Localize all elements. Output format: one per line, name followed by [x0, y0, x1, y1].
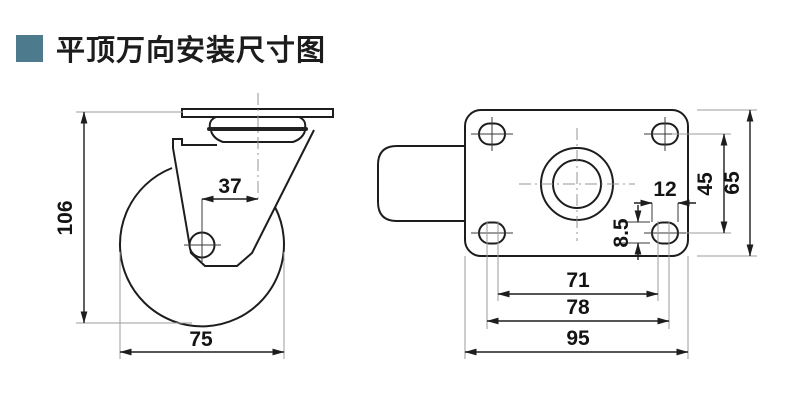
dim-label-slot-width: 8.5: [610, 218, 633, 248]
dim-swivel-offset: 37: [201, 175, 259, 203]
top-view-drawing: 45 65 12 8.: [377, 109, 757, 359]
page-title: 平顶万向安装尺寸图: [56, 35, 327, 67]
dim-label-slot-length: 12: [653, 178, 676, 201]
dim-label-swivel-offset: 37: [218, 175, 241, 198]
wheel-outline: [118, 167, 285, 328]
dim-slot-length: 12: [634, 178, 696, 222]
dim-label-plate-width: 95: [566, 327, 590, 350]
dim-plate-width: 95: [464, 256, 689, 359]
dim-wheel-diameter: 75: [119, 252, 285, 359]
fork-outline: [172, 129, 315, 267]
dim-overall-height: 106: [54, 111, 192, 324]
side-view-drawing: 106 37 75: [54, 93, 334, 359]
dim-label-wheel-diameter: 75: [189, 328, 213, 351]
dim-label-bolt-spacing-outer: 78: [566, 296, 590, 319]
dim-bolt-spacing-outer: 78: [486, 221, 670, 329]
bolt-slot-top-right: [644, 117, 686, 151]
dim-label-plate-depth: 65: [721, 171, 744, 195]
teal-square-bullet-icon: [16, 34, 43, 62]
dim-label-bolt-spacing-inner: 71: [566, 269, 590, 292]
dim-slot-width: 8.5: [610, 205, 650, 260]
bolt-slot-top-left: [471, 117, 513, 151]
dim-bolt-spacing-inner: 71: [497, 221, 659, 301]
dim-label-bolt-spacing-width: 45: [694, 172, 717, 196]
section-header: 平顶万向安装尺寸图: [16, 27, 326, 69]
wheel-top-profile: [377, 145, 467, 222]
dim-bolt-spacing-width: 45: [672, 133, 731, 234]
dim-label-overall-height: 106: [54, 200, 77, 235]
dim-plate-depth: 65: [697, 109, 757, 257]
